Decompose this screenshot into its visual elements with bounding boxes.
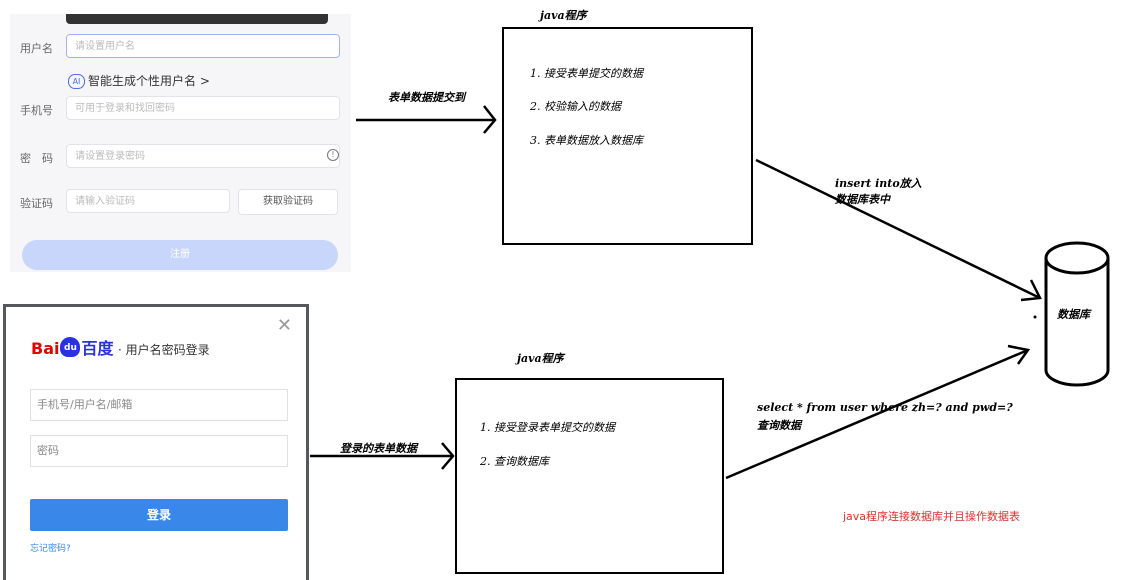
top-program-title: java程序 bbox=[540, 9, 587, 22]
username-input[interactable]: 请设置用户名 bbox=[66, 34, 340, 58]
database-label: 数据库 bbox=[1057, 308, 1090, 321]
ai-suggest-text: 智能生成个性用户名 > bbox=[88, 74, 210, 88]
forgot-password-link[interactable]: 忘记密码? bbox=[30, 544, 71, 554]
ai-icon: AI bbox=[68, 74, 85, 89]
insert-arrow-head bbox=[1020, 279, 1042, 302]
select-label-line2: 查询数据 bbox=[757, 419, 801, 432]
submit-arrow-head bbox=[483, 105, 497, 134]
note-text: java程序连接数据库并且操作数据表 bbox=[843, 510, 1021, 523]
bottom-program-title: java程序 bbox=[517, 352, 564, 365]
submit-arrow-label: 表单数据提交到 bbox=[388, 91, 465, 104]
insert-label-line2: 数据库表中 bbox=[835, 193, 890, 206]
password-input[interactable]: 密码 bbox=[30, 435, 288, 467]
phone-input[interactable]: 可用于登录和找回密码 bbox=[66, 96, 340, 120]
register-button[interactable]: 注册 bbox=[22, 240, 338, 270]
info-icon[interactable]: ! bbox=[327, 149, 339, 161]
top-step-3: 3. 表单数据放入数据库 bbox=[530, 134, 643, 147]
logo-text-left: Bai bbox=[31, 339, 60, 358]
password-label: 密 码 bbox=[20, 152, 53, 165]
database-icon bbox=[1044, 241, 1110, 387]
get-captcha-button[interactable]: 获取验证码 bbox=[238, 189, 338, 215]
login-subtitle: · 用户名密码登录 bbox=[118, 343, 210, 357]
phone-label: 手机号 bbox=[20, 104, 53, 117]
tooltip-bar bbox=[66, 14, 328, 24]
bottom-step-1: 1. 接受登录表单提交的数据 bbox=[480, 421, 615, 434]
select-label-line1: select * from user where zh=? and pwd=? bbox=[757, 401, 1013, 414]
account-input[interactable]: 手机号/用户名/邮箱 bbox=[30, 389, 288, 421]
login-button[interactable]: 登录 bbox=[30, 499, 288, 531]
bottom-step-2: 2. 查询数据库 bbox=[480, 455, 549, 468]
login-arrow-head bbox=[441, 442, 455, 470]
close-icon[interactable]: ✕ bbox=[276, 315, 292, 336]
top-step-2: 2. 校验输入的数据 bbox=[530, 100, 621, 113]
insert-label-line1: insert into放入 bbox=[835, 177, 922, 190]
paw-icon: du bbox=[60, 336, 81, 357]
top-step-1: 1. 接受表单提交的数据 bbox=[530, 67, 643, 80]
select-arrow-head bbox=[1007, 344, 1031, 365]
captcha-input[interactable]: 请输入验证码 bbox=[66, 189, 230, 213]
bottom-program-box bbox=[455, 378, 724, 574]
top-program-box bbox=[502, 27, 753, 245]
captcha-label: 验证码 bbox=[20, 197, 53, 210]
username-label: 用户名 bbox=[20, 42, 53, 55]
logo-text-right: 百度 bbox=[81, 339, 114, 358]
password-input[interactable]: 请设置登录密码 bbox=[66, 144, 340, 168]
login-arrow-label: 登录的表单数据 bbox=[340, 442, 417, 455]
select-arrow-line bbox=[725, 348, 1029, 480]
insert-arrow-line bbox=[755, 158, 1041, 300]
